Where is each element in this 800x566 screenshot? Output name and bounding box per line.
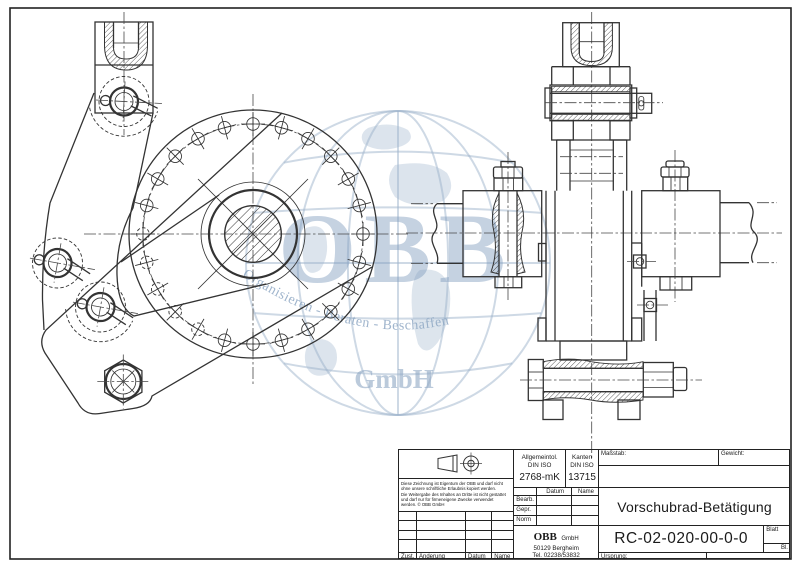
hub-right: [641, 190, 721, 278]
approval-row-gepr: Gepr.: [513, 505, 537, 516]
drawing-title: Vorschubrad-Betätigung: [617, 498, 772, 515]
copyright-note: Diese Zeichnung ist Eigentum der OBB und…: [398, 478, 514, 511]
stud-right: [659, 150, 693, 302]
revision-header-zust: Zust.: [398, 551, 416, 560]
drawing-frame: [9, 7, 792, 560]
castellated-nut: [65, 281, 138, 343]
watermark-suffix: GmbH: [354, 364, 434, 394]
approval-row-bearb: Bearb.: [513, 495, 537, 506]
copyright-line: werden. © OBB GmbH: [401, 502, 445, 508]
front-view-ratchet-wheel: [29, 12, 408, 415]
drawing-number-cell: RC-02-020-00-0-0: [598, 525, 764, 552]
hex-nut-front: [97, 354, 150, 409]
projection-symbol: [437, 452, 482, 475]
shaft-left: [411, 203, 463, 264]
lever-side: [537, 22, 668, 342]
company-address: 50129 Bergheim: [533, 544, 579, 552]
copyright-line: Diese Zeichnung ist Eigentum der OBB und…: [401, 480, 503, 486]
set-screw-1: [627, 242, 656, 287]
company-name: OBB: [533, 530, 557, 543]
sheet-abbr-cell: Bl.: [763, 543, 790, 552]
castellated-nut: [89, 76, 162, 137]
sheet-cell: Blatt: [763, 525, 790, 544]
company-suffix: GmbH: [561, 535, 579, 542]
approval-name-header: Name: [571, 487, 598, 496]
copyright-line: ohne unsere schriftliche Erlaubnis kopie…: [401, 486, 497, 492]
company-cell: OBB GmbH 50129 Bergheim Tel. 02238/53832: [513, 525, 598, 559]
title-block: Diese Zeichnung ist Eigentum der OBB und…: [398, 449, 790, 560]
clamp-bolt: [520, 340, 702, 421]
drawing-title-cell: Vorschubrad-Betätigung: [598, 487, 790, 525]
set-screw-2: [637, 290, 668, 341]
origin-cell: Ursprung:: [598, 551, 706, 560]
scale-cell: Maßstab:: [598, 449, 718, 466]
drawing-number: RC-02-020-00-0-0: [614, 529, 749, 547]
watermark-company: OBB: [278, 193, 513, 304]
revision-header-name: Name: [491, 551, 514, 560]
weight-cell: Gewicht:: [718, 449, 790, 466]
company-phone: Tel. 02238/53832: [532, 551, 580, 559]
lever-plate: [41, 92, 373, 415]
approval-row-norm: Norm: [513, 515, 537, 525]
stud-left: [490, 152, 526, 300]
approval-datum-header: Datum: [536, 487, 571, 496]
edges-cell: Kanten DIN ISO 13715: [565, 449, 598, 487]
revision-header-datum: Datum: [465, 551, 492, 560]
projection-symbol-cell: [398, 449, 514, 479]
revision-header-aenderung: Änderung: [416, 551, 465, 560]
general-tolerance-cell: Allgemeintol. DIN ISO 2768-mK: [513, 449, 565, 487]
side-view-assembly: [406, 12, 782, 458]
castellated-nut: [29, 237, 95, 289]
copyright-line: Die Weitergabe des Inhaltes an Dritte is…: [401, 491, 506, 497]
globe-continents: [302, 124, 452, 376]
shaft-right: [720, 202, 777, 264]
copyright-line: und darf nur für firmeneigene Zwecke ver…: [401, 497, 494, 503]
